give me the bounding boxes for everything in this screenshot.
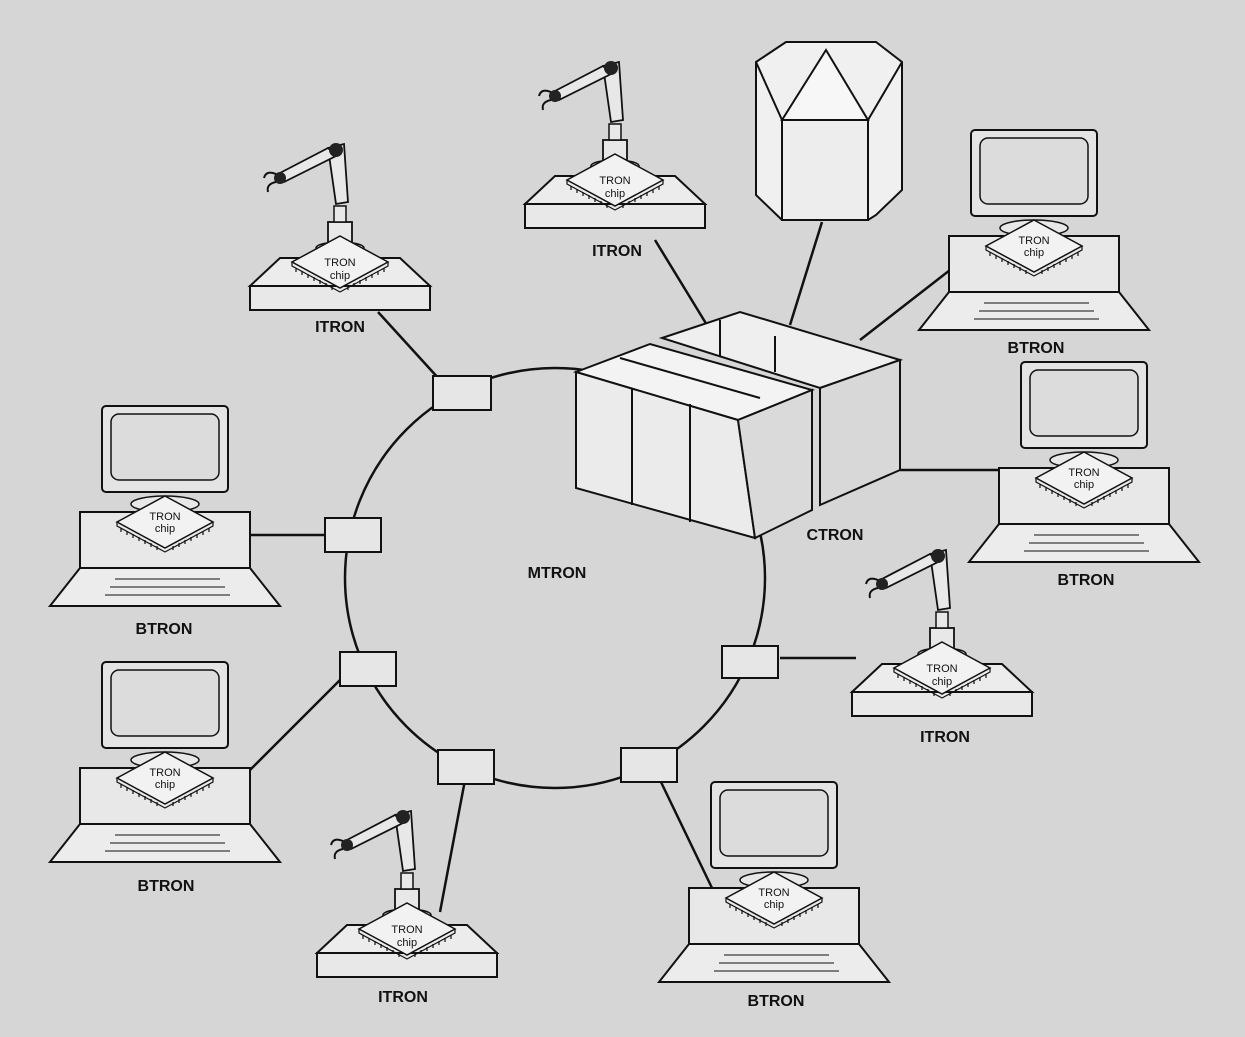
ctron-mainframe (572, 310, 904, 540)
ring-node (721, 645, 779, 679)
btron-pc-bottom-left: TRON chip (49, 661, 281, 863)
chip-label: TRON (926, 663, 957, 675)
btron-pc-top-right: TRON chip (918, 129, 1150, 331)
chip-label: TRON (391, 924, 422, 936)
btron-pc-bottom-right: TRON chip (658, 781, 890, 983)
ring-node (432, 375, 492, 411)
ring-node (324, 517, 382, 553)
itron-robot-right: TRON chip (851, 548, 1033, 717)
chip-label: TRON (758, 887, 789, 899)
chip-label: TRON (149, 511, 180, 523)
chip-label: TRON (1068, 467, 1099, 479)
itron-robot-top: TRON chip (524, 60, 706, 229)
itron-label-top-left: ITRON (315, 319, 365, 336)
itron-robot-bottom: TRON chip (316, 809, 498, 978)
itron-robot-top-left: TRON chip (249, 142, 431, 311)
chip-label: chip (605, 188, 625, 200)
btron-pc-left: TRON chip (49, 405, 281, 607)
chip-label: chip (764, 899, 784, 911)
chip-label: chip (1074, 479, 1094, 491)
ring-node (620, 747, 678, 783)
chip-label: chip (155, 523, 175, 535)
chip-label: chip (397, 937, 417, 949)
chip-label: chip (155, 779, 175, 791)
ctron-label: CTRON (807, 527, 864, 544)
itron-label-top: ITRON (592, 243, 642, 260)
chip-label: TRON (1018, 235, 1049, 247)
chip-label: TRON (149, 767, 180, 779)
network-links (249, 221, 1002, 913)
btron-label-left: BTRON (136, 621, 193, 638)
storage-cylinder (755, 41, 903, 221)
ring-nodes (324, 375, 779, 785)
btron-label-top-right: BTRON (1008, 340, 1065, 357)
chip-label: TRON (324, 257, 355, 269)
mtron-ring (343, 366, 767, 790)
mtron-label: MTRON (528, 565, 587, 582)
btron-pc-right: TRON chip (968, 361, 1200, 563)
chip-label: TRON (599, 175, 630, 187)
btron-label-bottom-left: BTRON (138, 878, 195, 895)
ring-node (437, 749, 495, 785)
itron-label-right: ITRON (920, 729, 970, 746)
btron-label-bottom-right: BTRON (748, 993, 805, 1010)
chip-label: chip (1024, 247, 1044, 259)
ring-node (339, 651, 397, 687)
chip-label: chip (330, 270, 350, 282)
btron-label-right: BTRON (1058, 572, 1115, 589)
itron-label-bottom: ITRON (378, 989, 428, 1006)
chip-label: chip (932, 676, 952, 688)
